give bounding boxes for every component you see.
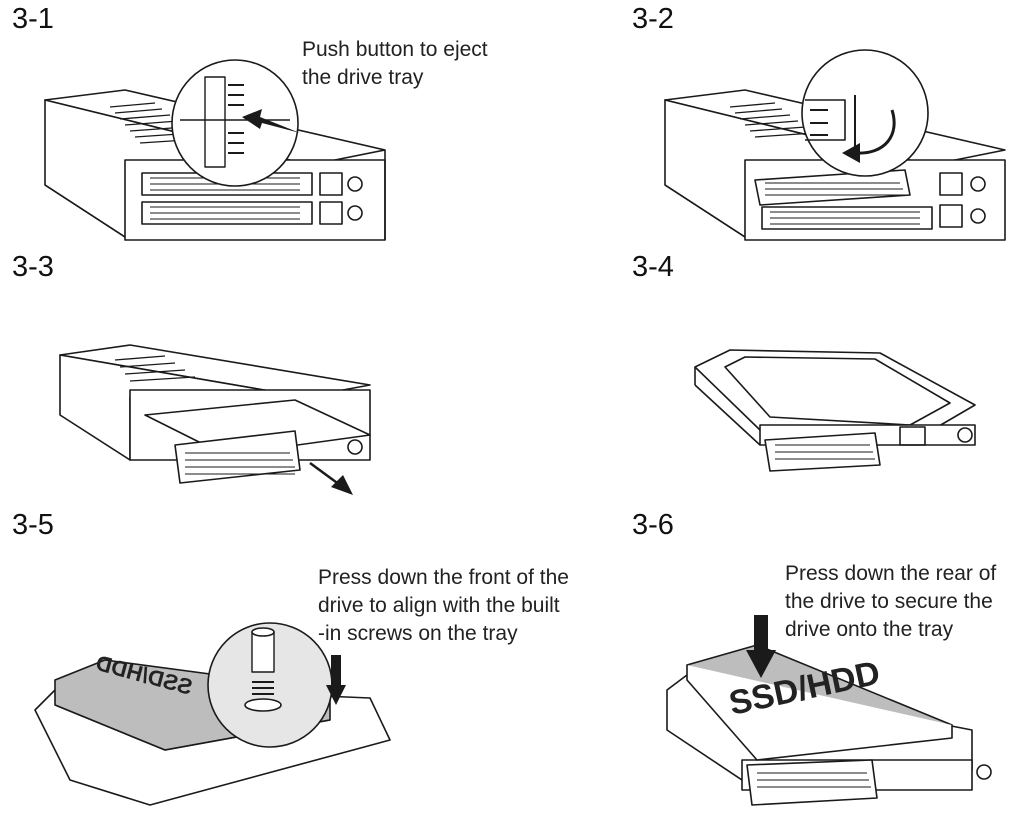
vent-grille [114, 355, 196, 382]
step-number-3-4: 3-4 [632, 251, 674, 283]
caption-3-6: Press down the rear of the drive to secu… [785, 560, 996, 644]
pull-arrow [309, 461, 353, 495]
push-arrow [242, 109, 300, 133]
screw-spring [252, 681, 274, 695]
vent-grille [109, 102, 203, 144]
step-number-3-3: 3-3 [12, 251, 54, 283]
illustration-3-4 [685, 345, 985, 475]
press-down-arrow [746, 615, 776, 678]
caption-line: drive onto the tray [785, 618, 954, 641]
step-number-3-5: 3-5 [12, 509, 54, 541]
vent-grille [729, 102, 815, 138]
caption-line: -in screws on the tray [318, 622, 518, 645]
illustration-3-3 [55, 335, 375, 505]
illustration-3-6: SSD/HDD [662, 610, 1002, 810]
rotate-arrow [854, 109, 896, 155]
illustration-3-1 [30, 55, 400, 245]
illustration-3-2 [660, 49, 1020, 245]
step-number-3-2: 3-2 [632, 3, 674, 35]
step-number-3-1: 3-1 [12, 3, 54, 35]
caption-3-5: Press down the front of the drive to ali… [318, 564, 569, 648]
caption-3-1: Push button to eject the drive tray [302, 36, 488, 92]
zoom-callout [801, 49, 929, 177]
zoom-callout [171, 59, 300, 187]
zoom-callout [207, 622, 333, 748]
caption-line: Press down the front of the [318, 566, 569, 589]
step-number-3-6: 3-6 [632, 509, 674, 541]
tray-lever [746, 759, 878, 806]
caption-line: the drive tray [302, 66, 424, 89]
caption-line: drive to align with the built [318, 594, 560, 617]
tray-grille [150, 177, 300, 220]
press-down-arrow [326, 655, 346, 705]
caption-line: the drive to secure the [785, 590, 993, 613]
caption-line: Push button to eject [302, 38, 488, 61]
illustration-3-5: SSD/HDD [30, 610, 400, 810]
caption-line: Press down the rear of [785, 562, 997, 585]
